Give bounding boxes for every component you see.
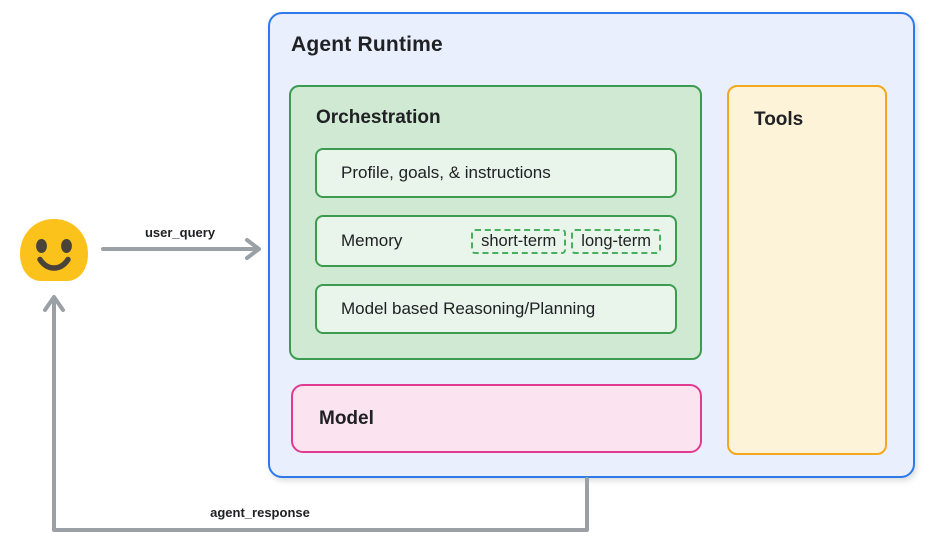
agent-response-label: agent_response: [210, 505, 310, 520]
memory-chips: short-term long-term: [471, 228, 661, 254]
memory-box: Memory short-term long-term: [315, 215, 677, 267]
reasoning-planning-box: Model based Reasoning/Planning: [315, 284, 677, 334]
memory-label: Memory: [341, 231, 403, 250]
model-box: Model: [291, 384, 702, 453]
user-smiley-emoji-icon: [20, 219, 88, 281]
model-label: Model: [319, 407, 374, 429]
profile-goals-instructions-box: Profile, goals, & instructions: [315, 148, 677, 198]
user-query-arrow: [101, 238, 261, 260]
tools-label: Tools: [754, 109, 804, 130]
long-term-memory-chip: long-term: [571, 228, 661, 254]
agent-runtime-title: Agent Runtime: [291, 33, 443, 56]
tools-box: Tools: [727, 85, 887, 455]
orchestration-title: Orchestration: [316, 107, 441, 128]
reasoning-planning-label: Model based Reasoning/Planning: [341, 299, 596, 318]
short-term-memory-chip: short-term: [471, 228, 567, 254]
profile-goals-instructions-label: Profile, goals, & instructions: [341, 163, 551, 182]
user-query-label: user_query: [144, 225, 216, 240]
